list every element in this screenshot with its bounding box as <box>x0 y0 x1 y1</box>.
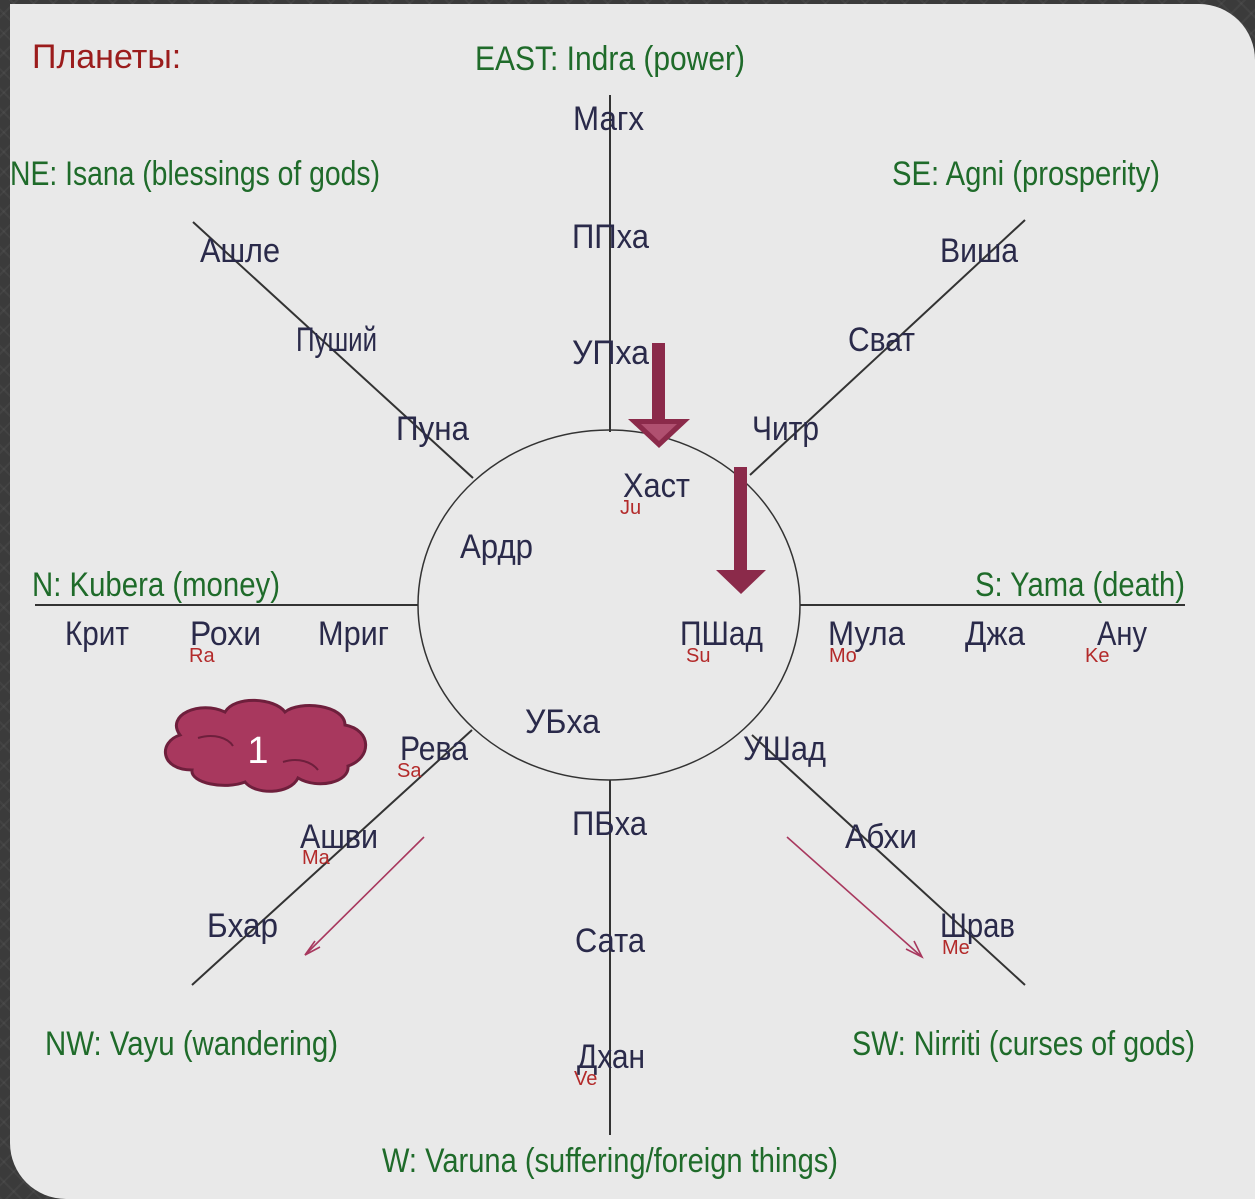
thin-arrow-sw-head <box>905 940 924 959</box>
nakshatra-krit: Крит <box>65 615 129 653</box>
planet-ve: Ve <box>574 1068 597 1090</box>
planet-sa: Sa <box>397 760 422 782</box>
thin-arrow-sw <box>786 836 923 958</box>
nakshatra-puna: Пуна <box>396 410 469 448</box>
nakshatra-direction-diagram: Планеты: EAST: Indra (power) NE: Isana (… <box>10 38 1195 1180</box>
nakshatra-rohi: Рохи <box>190 615 261 653</box>
nakshatra-shrav: Шрав <box>940 907 1015 945</box>
nakshatra-pshad: ПШад <box>680 615 763 653</box>
direction-s: S: Yama (death) <box>975 566 1185 604</box>
direction-sw: SW: Nirriti (curses of gods) <box>852 1025 1195 1063</box>
thick-arrow-down-pshad <box>716 467 766 594</box>
cloud-marker: 1 <box>164 698 368 793</box>
nakshatra-hast: Хаст <box>623 467 690 505</box>
nakshatra-ashvi: Ашви <box>300 818 378 856</box>
nakshatra-magh: Магх <box>573 100 644 138</box>
planet-mo: Mo <box>829 645 857 667</box>
cloud-label: 1 <box>247 730 268 772</box>
planet-me: Me <box>942 937 970 959</box>
thick-arrow-down-hast <box>628 343 690 448</box>
nakshatra-reva: Рева <box>400 730 468 768</box>
diag-nw <box>191 729 473 986</box>
nakshatra-uph: УПха <box>572 334 649 372</box>
planet-ke: Ke <box>1085 645 1109 667</box>
nakshatra-pph: ППха <box>572 218 649 256</box>
diag-se <box>749 219 1026 476</box>
nakshatra-mula: Мула <box>828 615 905 653</box>
direction-ne: NE: Isana (blessings of gods) <box>10 155 380 193</box>
nakshatra-sata: Сата <box>575 922 645 960</box>
direction-se: SE: Agni (prosperity) <box>892 155 1160 193</box>
planets-title: Планеты: <box>32 38 181 76</box>
nakshatra-dhan: Дхан <box>577 1038 645 1076</box>
nakshatra-abhi: Абхи <box>845 818 917 856</box>
nakshatra-ardr: Ардр <box>460 528 533 566</box>
nakshatra-ashle: Ашле <box>200 232 280 270</box>
diag-ne <box>192 221 474 479</box>
planet-su: Su <box>686 645 710 667</box>
nakshatra-chitr: Читр <box>752 410 819 448</box>
direction-nw: NW: Vayu (wandering) <box>45 1025 338 1063</box>
nakshatra-visha: Виша <box>940 232 1018 270</box>
planet-ma: Ma <box>302 847 331 869</box>
direction-n: N: Kubera (money) <box>32 566 280 604</box>
nakshatra-push: Пуший <box>296 321 377 359</box>
direction-w: W: Varuna (suffering/foreign things) <box>382 1142 838 1180</box>
direction-east: EAST: Indra (power) <box>475 40 745 78</box>
center-circle <box>417 429 801 781</box>
nakshatra-svat: Сват <box>848 321 915 359</box>
thin-arrow-nw <box>304 836 425 956</box>
diagram-card: Планеты: EAST: Indra (power) NE: Isana (… <box>10 4 1255 1199</box>
nakshatra-dzha: Джа <box>965 615 1025 653</box>
nakshatra-mrig: Мриг <box>318 615 389 653</box>
planet-ju: Ju <box>620 497 641 519</box>
diag-sw <box>751 734 1026 986</box>
nakshatra-pbha: ПБха <box>572 805 647 843</box>
planet-ra: Ra <box>189 645 215 667</box>
nakshatra-anu: Ану <box>1097 615 1147 653</box>
nakshatra-ubha: УБха <box>525 703 600 741</box>
nakshatra-bhar: Бхар <box>207 907 278 945</box>
thin-arrow-nw-head <box>304 940 321 956</box>
nakshatra-ushad: УШад <box>743 730 826 768</box>
